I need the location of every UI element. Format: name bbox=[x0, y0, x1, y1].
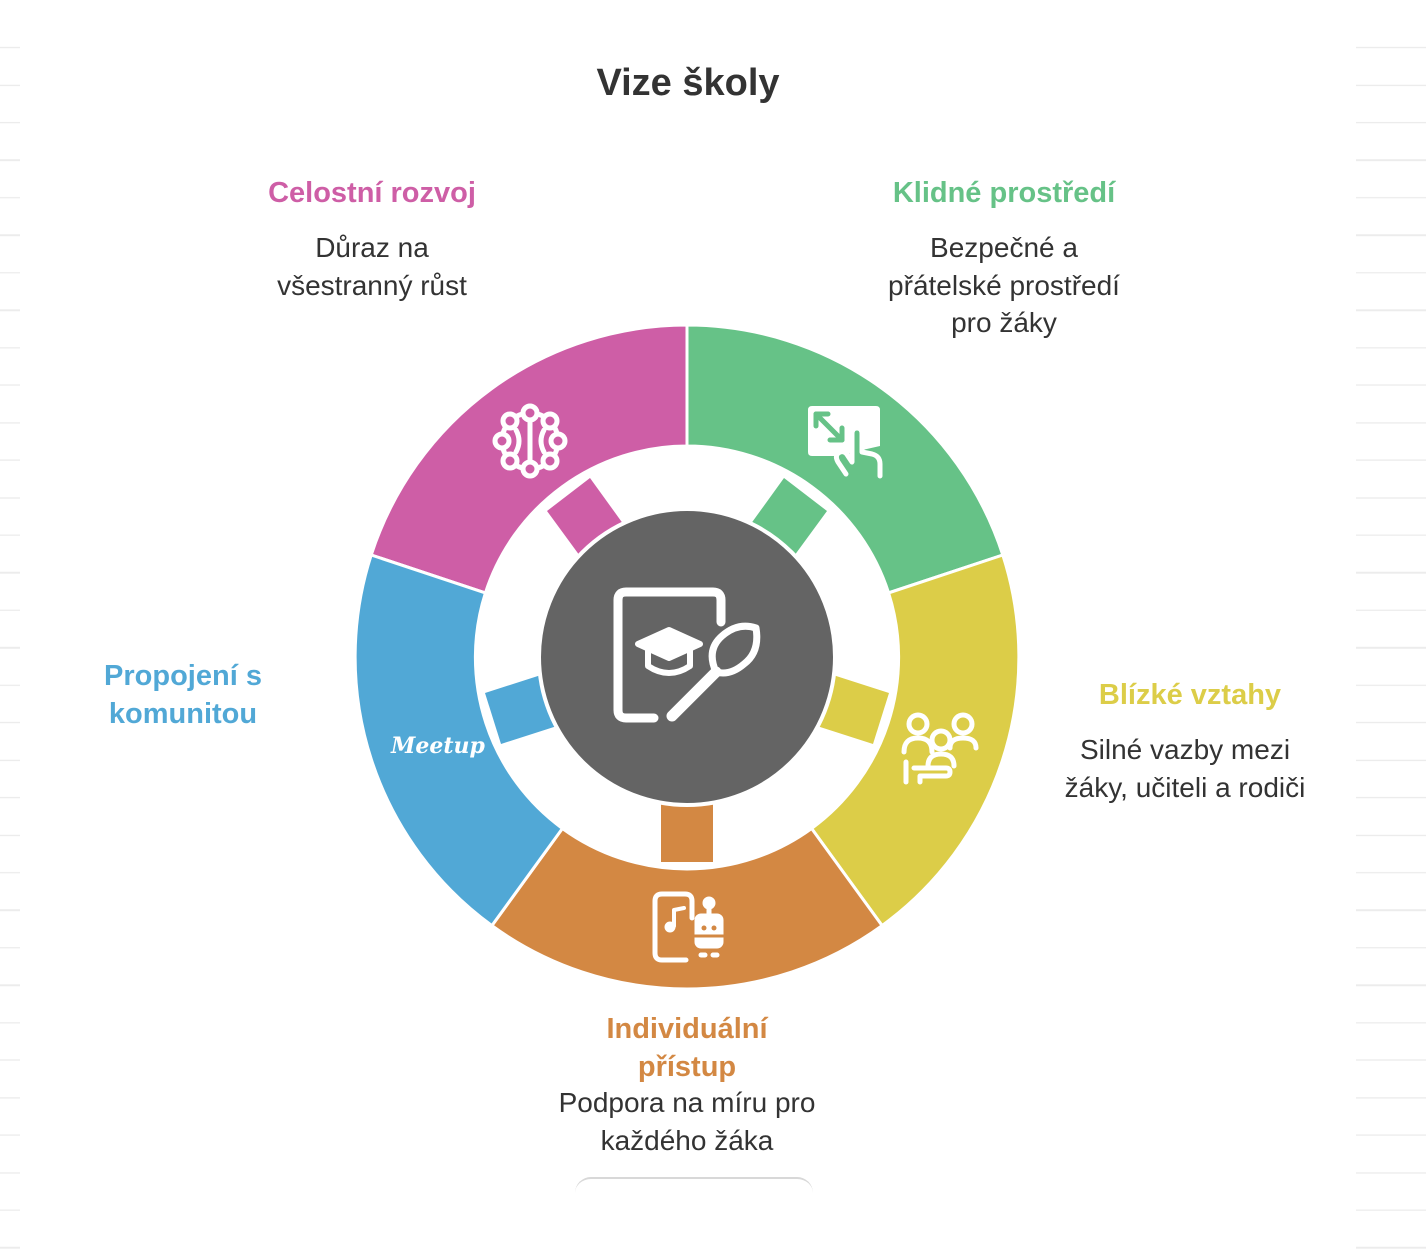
segment-individualni-pristup bbox=[489, 826, 885, 991]
label-klidne-prostredi: Klidné prostředí bbox=[892, 177, 1116, 209]
desc-klidne-prostredi: Bezpečné a přátelské prostředí pro žáky bbox=[888, 232, 1120, 338]
segment-propojeni-s-komunitou bbox=[353, 553, 565, 928]
label-propojeni-s-komunitou: Propojení s komunitou bbox=[104, 660, 262, 730]
label-blizke-vztahy: Blízké vztahy bbox=[1098, 679, 1282, 711]
svg-text:Meetup: Meetup bbox=[390, 733, 486, 759]
desc-celostni-rozvoj: Důraz na všestranný růst bbox=[277, 232, 467, 301]
meetup-logo-icon: Meetup bbox=[390, 733, 486, 759]
scroll-indicator bbox=[575, 1177, 813, 1209]
desc-individualni-pristup: Podpora na míru pro každého žáka bbox=[558, 1087, 816, 1156]
phone-music-robot-icon bbox=[652, 891, 728, 963]
label-celostni-rozvoj: Celostní rozvoj bbox=[268, 177, 476, 209]
page-title: Vize školy bbox=[596, 62, 780, 104]
tablet-graduation-brush-icon bbox=[613, 587, 761, 723]
expand-touch-icon bbox=[808, 406, 883, 479]
desc-blizke-vztahy: Silné vazby mezi žáky, učiteli a rodiči bbox=[1064, 734, 1306, 803]
family-group-icon bbox=[901, 712, 979, 785]
label-individualni-pristup: Individuální přístup bbox=[606, 1013, 768, 1083]
spoke-individualni-pristup bbox=[661, 804, 713, 862]
brain-icon bbox=[492, 403, 568, 479]
